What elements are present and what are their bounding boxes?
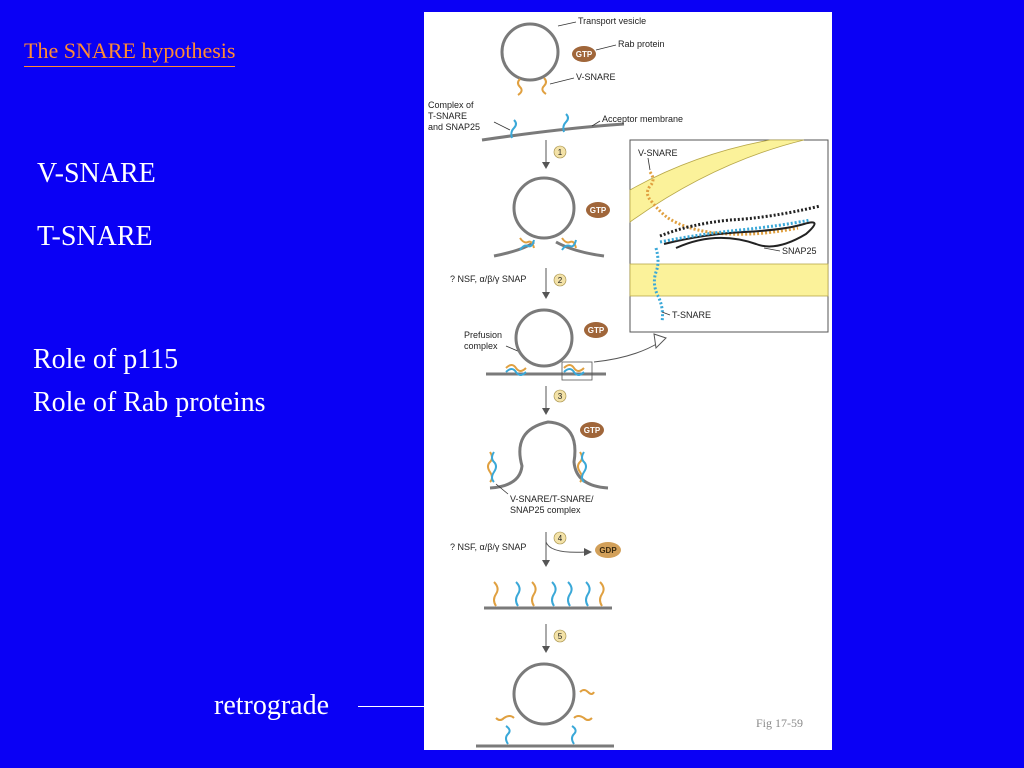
- label-snare-complex-1: V-SNARE/T-SNARE/: [510, 494, 594, 504]
- bullet-vsnare: V-SNARE: [37, 158, 156, 189]
- stage-recycling: [476, 662, 614, 748]
- bullet-role-p115: Role of p115: [33, 344, 179, 375]
- label-acceptor-membrane: Acceptor membrane: [602, 114, 683, 124]
- figure-caption: Fig 17-59: [756, 716, 804, 730]
- gdp-badge: [595, 542, 621, 558]
- snare-diagram: GTP Transport vesicle Rab protein V-SNAR…: [428, 16, 829, 748]
- label-rab-protein: Rab protein: [618, 39, 665, 49]
- inset-snare-detail: V-SNARE SNAP25 T-SNARE: [629, 139, 829, 333]
- stage-fusion: GTP V-SNARE/T-SNARE/ SNAP25 complex: [487, 420, 609, 515]
- step-5: 5: [558, 632, 563, 641]
- gtp-badge: [572, 46, 596, 62]
- bullet-role-rab: Role of Rab proteins: [33, 387, 266, 418]
- label-transport-vesicle: Transport vesicle: [578, 16, 646, 26]
- step-2: 2: [558, 276, 563, 285]
- snare-figure: GTP Transport vesicle Rab protein V-SNAR…: [424, 12, 832, 750]
- label-nsf-snap-2: ? NSF, α/β/γ SNAP: [450, 542, 526, 552]
- label-prefusion-1: Prefusion: [464, 330, 502, 340]
- stage-acceptor-membrane: Complex of T-SNARE and SNAP25 Acceptor m…: [428, 100, 683, 142]
- stage-dissociated: [484, 581, 612, 610]
- gtp-text-2: GTP: [590, 206, 607, 215]
- inset-label-vsnare: V-SNARE: [638, 148, 678, 158]
- bullet-tsnare: T-SNARE: [37, 221, 153, 252]
- inset-label-tsnare: T-SNARE: [672, 310, 711, 320]
- stage-prefusion: Prefusion complex GTP: [464, 308, 667, 381]
- label-prefusion-2: complex: [464, 341, 498, 351]
- label-complex-3: and SNAP25: [428, 122, 480, 132]
- label-nsf-snap-1: ? NSF, α/β/γ SNAP: [450, 274, 526, 284]
- label-vsnare: V-SNARE: [576, 72, 616, 82]
- retrograde-label: retrograde: [214, 690, 330, 721]
- stage-docking: GTP: [493, 176, 610, 258]
- label-complex-1: Complex of: [428, 100, 474, 110]
- gtp-text-3: GTP: [588, 326, 605, 335]
- step-1: 1: [558, 148, 563, 157]
- step-3: 3: [558, 392, 563, 401]
- step-4: 4: [558, 534, 563, 543]
- gdp-text: GDP: [599, 546, 617, 555]
- gtp-text-4: GTP: [584, 426, 601, 435]
- slide-title: The SNARE hypothesis: [24, 38, 236, 67]
- label-snare-complex-2: SNAP25 complex: [510, 505, 581, 515]
- retrograde-pointer-line: [358, 706, 424, 707]
- label-complex-2: T-SNARE: [428, 111, 467, 121]
- stage-transport-vesicle: GTP Transport vesicle Rab protein V-SNAR…: [500, 16, 665, 96]
- gtp-text: GTP: [576, 50, 593, 59]
- inset-label-snap25: SNAP25: [782, 246, 817, 256]
